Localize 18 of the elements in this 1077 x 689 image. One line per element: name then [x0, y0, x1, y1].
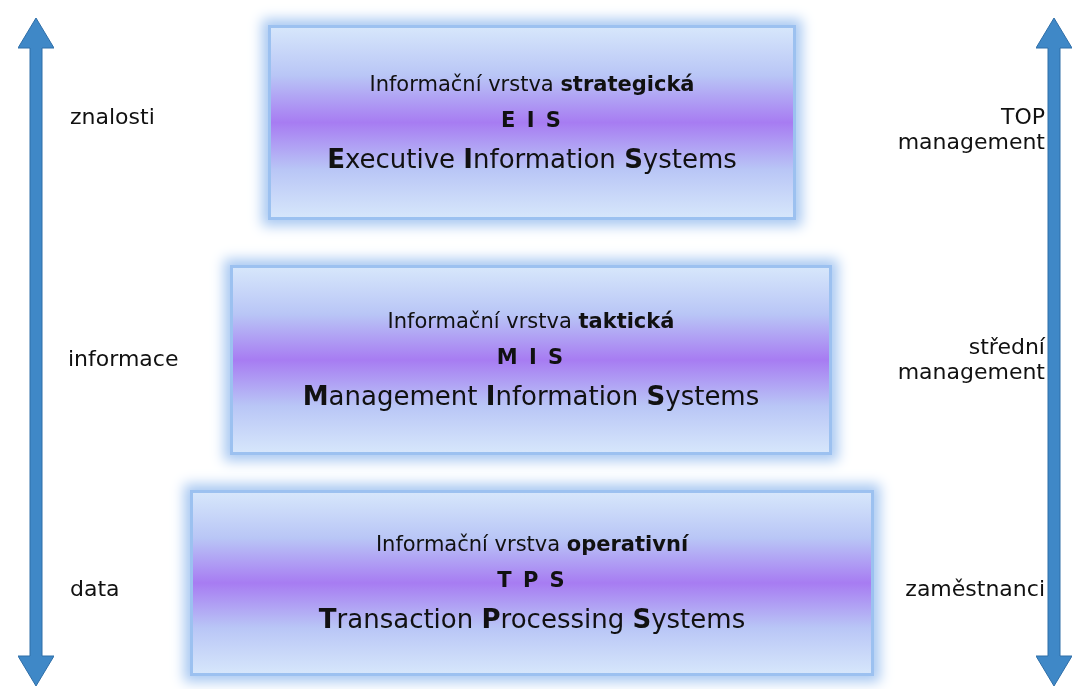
side-label: TOP management: [896, 104, 1045, 154]
system-name: Management Information Systems: [302, 381, 760, 411]
side-label: znalosti: [70, 104, 155, 129]
layer-heading: Informační vrstva operativní: [375, 532, 689, 556]
side-label: střední management: [896, 334, 1045, 384]
side-label: zaměstnanci: [904, 576, 1045, 601]
layer-box: [190, 490, 874, 676]
layer-heading: Informační vrstva strategická: [369, 71, 695, 96]
layer-box: [268, 25, 796, 220]
system-name: Executive Information Systems: [327, 143, 737, 174]
system-name: Transaction Processing Systems: [318, 604, 746, 634]
abbreviation: M I S: [496, 345, 566, 369]
layer-box: [230, 265, 832, 455]
layer-heading: Informační vrstva taktická: [387, 309, 675, 333]
side-label: informace: [68, 346, 179, 371]
side-label: data: [70, 576, 120, 601]
abbreviation: T P S: [497, 568, 567, 592]
abbreviation: E I S: [501, 107, 563, 132]
